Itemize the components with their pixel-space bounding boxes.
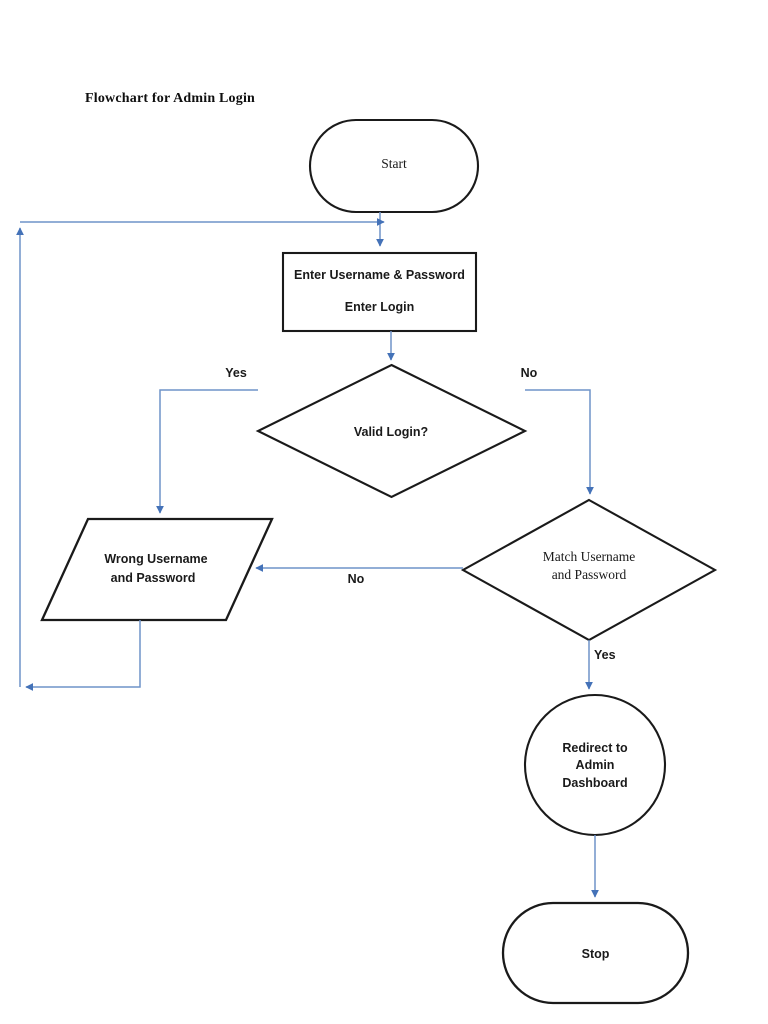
page-title: Flowchart for Admin Login [85, 91, 256, 106]
edge-valid-login-yes-to-wrong-credentials [156, 389, 258, 514]
node-wrong-credentials-shape[interactable] [40, 517, 274, 622]
connector-layer [16, 212, 599, 898]
node-match-credentials-shape[interactable] [460, 498, 718, 642]
node-stop-shape[interactable] [501, 901, 690, 1005]
node-enter-credentials-shape[interactable] [281, 251, 478, 333]
edge-wrong-credentials-loop-down [25, 620, 141, 691]
node-start-shape[interactable] [308, 118, 480, 214]
node-redirect-dashboard-shape[interactable] [523, 693, 667, 837]
edge-valid-login-no-to-match-credentials [525, 389, 594, 495]
node-valid-login-shape[interactable] [255, 363, 528, 499]
shape-layer [40, 118, 718, 1005]
